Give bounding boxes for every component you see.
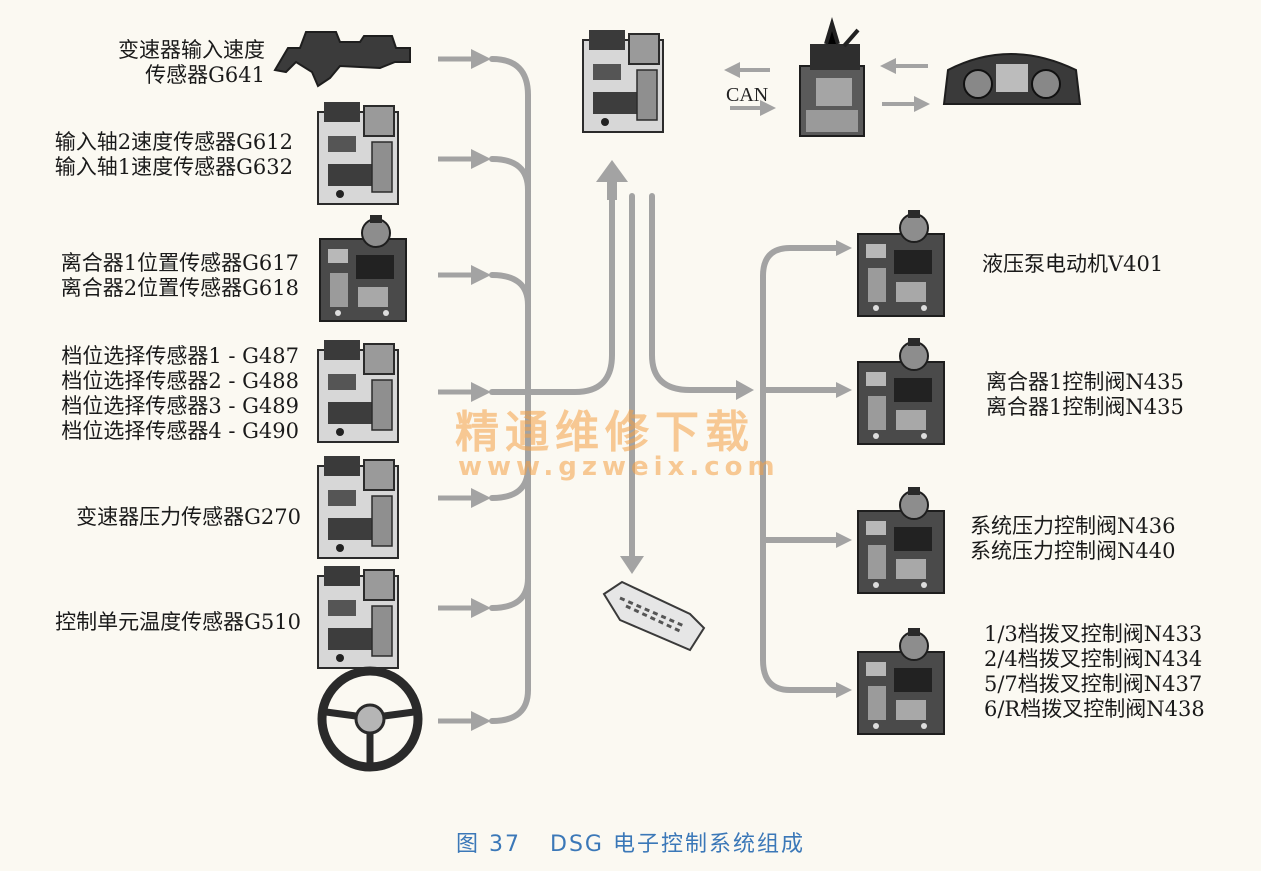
steering-wheel-icon: [317, 666, 423, 772]
output-bus: [629, 193, 843, 693]
actuator-n435-image: [857, 337, 945, 445]
sensor-g487-g490-image: [317, 339, 399, 443]
can-arrows: [724, 58, 930, 116]
up-to-control-unit-arrow: [596, 160, 628, 200]
sensor-g510-image: [317, 565, 399, 669]
watermark-text: 精通维修下载: [455, 407, 755, 458]
figure-caption: 图 37 DSG 电子控制系统组成: [0, 826, 1261, 858]
actuator-n436-n440-image: [857, 486, 945, 594]
sensor-g270-image: [317, 455, 399, 559]
output-label-n435: 离合器1控制阀N435 离合器1控制阀N435: [986, 370, 1184, 419]
output-arrowheads: [620, 240, 852, 698]
figure-title: DSG 电子控制系统组成: [550, 832, 805, 857]
input-label-g612-g632: 输入轴2速度传感器G612 输入轴1速度传感器G632: [54, 130, 293, 179]
sensor-g617-g618-image: [319, 214, 407, 322]
actuator-v401-image: [857, 209, 945, 317]
instrument-cluster-image: [942, 53, 1082, 105]
output-label-n433-n438: 1/3档拨叉控制阀N433 2/4档拨叉控制阀N434 5/7档拨叉控制阀N43…: [984, 622, 1205, 721]
input-label-g487-g490: 档位选择传感器1 - G487 档位选择传感器2 - G488 档位选择传感器3…: [61, 344, 299, 443]
watermark-url: www.gzweix.com: [458, 452, 780, 482]
input-label-g270: 变速器压力传感器G270: [76, 505, 301, 529]
actuator-n433-n438-image: [857, 627, 945, 735]
can-label: CAN: [726, 84, 769, 106]
dsg-control-unit-image: [582, 29, 664, 133]
gateway-module-image: [799, 17, 865, 137]
input-bus: [489, 56, 615, 724]
input-label-g641: 变速器输入速度 传感器G641: [118, 38, 265, 87]
input-label-g617-g618: 离合器1位置传感器G617 离合器2位置传感器G618: [60, 251, 299, 300]
output-label-n436-n440: 系统压力控制阀N436 系统压力控制阀N440: [970, 514, 1176, 563]
sensor-g641-image: [273, 31, 411, 88]
input-label-g510: 控制单元温度传感器G510: [55, 610, 301, 634]
output-label-v401: 液压泵电动机V401: [982, 252, 1164, 276]
figure-number: 图 37: [456, 832, 522, 857]
input-arrows: [438, 49, 491, 731]
diagnostic-connector-image: [602, 580, 706, 652]
sensor-g612-g632-image: [317, 101, 399, 205]
